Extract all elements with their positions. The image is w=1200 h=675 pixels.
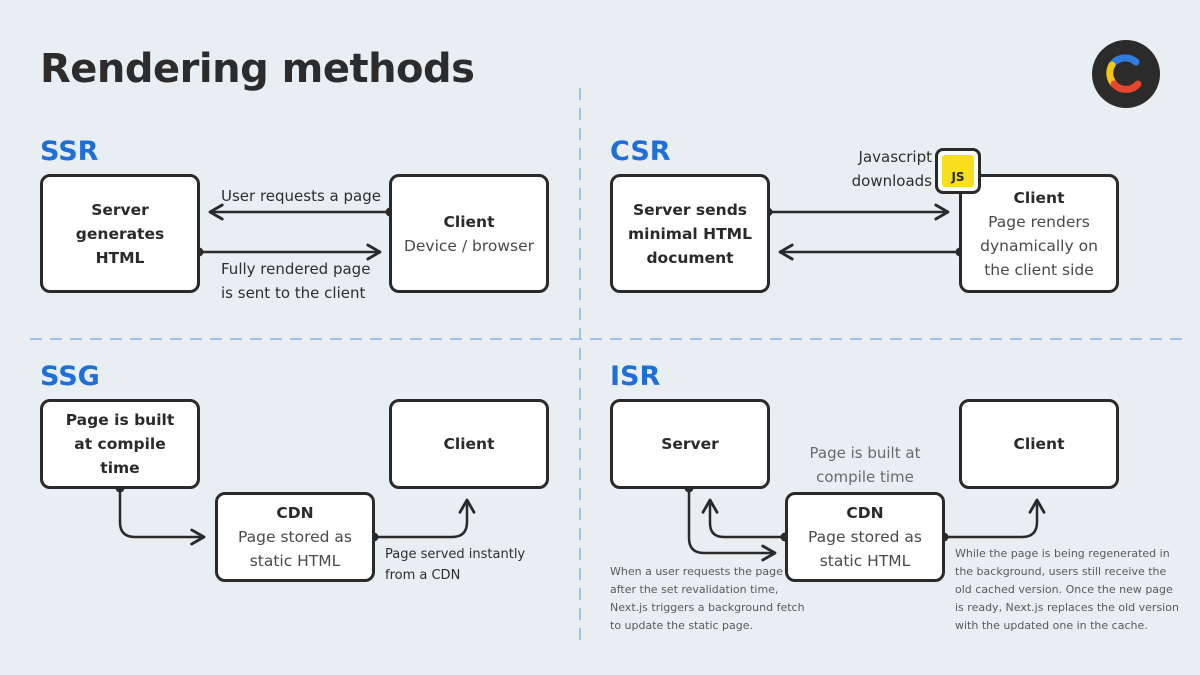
isr-client-box: Client	[959, 399, 1119, 489]
ssg-served-label: Page served instantly from a CDN	[385, 547, 526, 583]
isr-cdn-to-client-arrow	[944, 498, 1046, 539]
ssr-client-title: Client	[443, 212, 495, 231]
csr-js-label: Javascript downloads	[851, 148, 932, 190]
isr-server-title: Server	[661, 435, 719, 453]
csr-heading: CSR	[610, 136, 671, 167]
isr-cdn-box: CDN Page stored as static HTML	[785, 492, 945, 582]
ssr-client-subtitle: Device / browser	[403, 236, 535, 255]
ssg-client-title: Client	[443, 435, 495, 453]
isr-cdn-to-server-arrow	[701, 498, 785, 539]
ssr-heading: SSR	[40, 136, 99, 167]
csr-client-box: Client Page renders dynamically on the c…	[959, 174, 1119, 293]
ssr-response-label: Fully rendered page is sent to the clien…	[221, 260, 371, 302]
isr-cdn-subtitle: Page stored as static HTML	[808, 528, 922, 570]
isr-cdn-title: CDN	[846, 504, 884, 522]
csr-client-subtitle: Page renders dynamically on the client s…	[980, 212, 1098, 279]
ssg-build-box: Page is built at compile time	[40, 399, 200, 489]
javascript-icon: JS	[935, 148, 981, 194]
ssg-cdn-subtitle: Page stored as static HTML	[238, 528, 352, 570]
ssg-client-box: Client	[389, 399, 549, 489]
ssg-build-label: Page is built at compile time	[65, 411, 175, 477]
csr-server-box: Server sends minimal HTML document	[610, 174, 770, 293]
ssr-server-box: Server generates HTML	[40, 174, 200, 293]
csr-client-title: Client	[1013, 188, 1065, 207]
page-title: Rendering methods	[40, 46, 475, 92]
ssg-build-to-cdn-arrow	[118, 488, 206, 546]
ssg-heading: SSG	[40, 361, 100, 392]
ssg-cdn-title: CDN	[276, 504, 314, 522]
isr-note-left: When a user requests the page after the …	[610, 565, 805, 632]
isr-heading: ISR	[610, 361, 661, 392]
isr-client-title: Client	[1013, 435, 1065, 453]
isr-build-label: Page is built at compile time	[809, 444, 921, 486]
ssg-cdn-box: CDN Page stored as static HTML	[215, 492, 375, 582]
ssr-request-label: User requests a page	[221, 187, 381, 205]
isr-server-box: Server	[610, 399, 770, 489]
js-badge-text: JS	[942, 155, 974, 187]
ssr-server-label: Server generates HTML	[75, 200, 165, 267]
brand-logo	[1092, 40, 1160, 108]
ssr-client-box: Client Device / browser	[389, 174, 549, 293]
csr-server-label: Server sends minimal HTML document	[628, 200, 752, 267]
isr-note-right: While the page is being regenerated in t…	[955, 547, 1179, 632]
ssg-cdn-to-client-arrow	[374, 498, 476, 539]
isr-server-to-cdn-arrow	[687, 488, 777, 562]
